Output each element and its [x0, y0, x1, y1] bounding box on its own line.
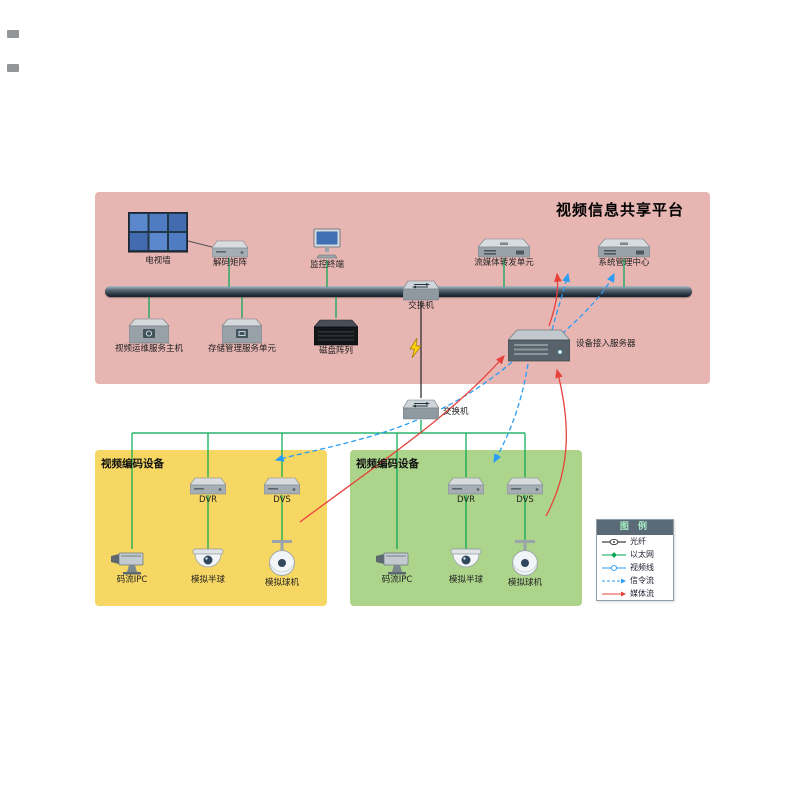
- right-dome-label: 模拟半球: [448, 575, 483, 585]
- decoder-icon: [190, 240, 270, 258]
- legend-video-label: 视频线: [630, 562, 654, 572]
- storage-unit-icon: [197, 318, 287, 344]
- ethernet-line-icon: [602, 551, 626, 558]
- storage-unit-node: 存储管理服务单元: [197, 318, 287, 355]
- legend-signal-label: 信令流: [630, 575, 654, 585]
- legend-ethernet-label: 以太网: [630, 549, 654, 559]
- switch-icon: [402, 279, 440, 301]
- left-dvr-label: DVR: [198, 495, 218, 505]
- dvr-icon: [168, 477, 248, 495]
- left-encoder-zone: [95, 450, 327, 606]
- disk-array-node: 磁盘阵列: [291, 318, 381, 357]
- ptz-ball-camera-icon: [485, 540, 565, 578]
- right-ball-label: 模拟球机: [507, 578, 542, 588]
- right-dvr-label: DVR: [456, 495, 476, 505]
- disk-array-icon: [291, 318, 381, 346]
- right-dvs-node: DVS: [485, 477, 565, 506]
- left-ipc-node: 码流IPC: [92, 545, 172, 586]
- legend-item-media: 媒体流: [597, 587, 673, 600]
- right-zone-title: 视频编码设备: [356, 458, 419, 470]
- ops-host-icon: [104, 318, 194, 344]
- ops-host-label: 视频运维服务主机: [114, 344, 183, 354]
- left-dvs-node: DVS: [242, 477, 322, 506]
- backbone-bus: [105, 286, 692, 297]
- stream-unit-label: 流媒体转发单元: [474, 258, 534, 268]
- sys-center-node: 系统管理中心: [584, 238, 664, 269]
- left-ipc-label: 码流IPC: [116, 575, 148, 585]
- switch2-label: 交换机: [443, 407, 469, 417]
- dome-camera-icon: [426, 547, 506, 575]
- core-switch1-node: 交换机: [402, 279, 440, 312]
- tv-wall-label: 电视墙: [145, 256, 171, 266]
- right-dvs-label: DVS: [516, 495, 534, 505]
- media-flow-icon: [602, 591, 626, 596]
- right-ipc-label: 码流IPC: [381, 575, 413, 585]
- scan-artifact: [7, 30, 19, 38]
- legend-item-ethernet: 以太网: [597, 548, 673, 561]
- legend-item-video: 视频线: [597, 561, 673, 574]
- left-dvs-label: DVS: [273, 495, 291, 505]
- signal-flow-icon: [602, 578, 626, 583]
- fiber-line-icon: [602, 538, 626, 545]
- left-dome-node: 模拟半球: [168, 547, 248, 586]
- right-ipc-node: 码流IPC: [357, 545, 437, 586]
- left-ball-label: 模拟球机: [264, 578, 299, 588]
- ops-host-node: 视频运维服务主机: [104, 318, 194, 355]
- switch-icon: [402, 398, 440, 420]
- legend-title: 图 例: [597, 520, 673, 535]
- legend-fiber-label: 光纤: [630, 536, 646, 546]
- decoder-node: 解码矩阵: [190, 240, 270, 269]
- system-management-icon: [584, 238, 664, 258]
- legend-item-fiber: 光纤: [597, 535, 673, 548]
- dvs-icon: [485, 477, 565, 495]
- decoder-label: 解码矩阵: [212, 258, 247, 268]
- right-dvr-node: DVR: [426, 477, 506, 506]
- ipc-camera-icon: [92, 545, 172, 575]
- right-dome-node: 模拟半球: [426, 547, 506, 586]
- monitor-icon: [287, 228, 367, 260]
- switch1-label: 交换机: [408, 301, 434, 311]
- access-server-icon: [507, 328, 571, 362]
- stream-unit-node: 流媒体转发单元: [464, 238, 544, 269]
- core-switch2-node: [402, 398, 440, 420]
- tv-wall-icon: [118, 211, 198, 256]
- left-zone-title: 视频编码设备: [101, 458, 164, 470]
- access-server-label: 设备接入服务器: [576, 339, 636, 349]
- legend-box: 图 例 光纤 以太网 视频线: [596, 519, 674, 601]
- stream-forward-unit-icon: [464, 238, 544, 258]
- left-dvr-node: DVR: [168, 477, 248, 506]
- dome-camera-icon: [168, 547, 248, 575]
- left-dome-label: 模拟半球: [190, 575, 225, 585]
- scan-artifact: [7, 64, 19, 72]
- legend-item-signal: 信令流: [597, 574, 673, 587]
- right-ball-node: 模拟球机: [485, 540, 565, 589]
- disk-array-label: 磁盘阵列: [318, 346, 353, 356]
- platform-title: 视频信息共享平台: [555, 201, 684, 219]
- storage-unit-label: 存储管理服务单元: [207, 344, 276, 354]
- access-server-node: [507, 328, 571, 362]
- lightning-bolt-icon: [408, 337, 422, 359]
- monitor-terminal-label: 监控终端: [309, 260, 344, 270]
- monitor-terminal-node: 监控终端: [287, 228, 367, 271]
- tv-wall-node: 电视墙: [118, 211, 198, 267]
- video-line-icon: [602, 564, 626, 571]
- left-ball-node: 模拟球机: [242, 540, 322, 589]
- dvs-icon: [242, 477, 322, 495]
- dvr-icon: [426, 477, 506, 495]
- ipc-camera-icon: [357, 545, 437, 575]
- sys-center-label: 系统管理中心: [598, 258, 650, 268]
- ptz-ball-camera-icon: [242, 540, 322, 578]
- legend-media-label: 媒体流: [630, 588, 654, 598]
